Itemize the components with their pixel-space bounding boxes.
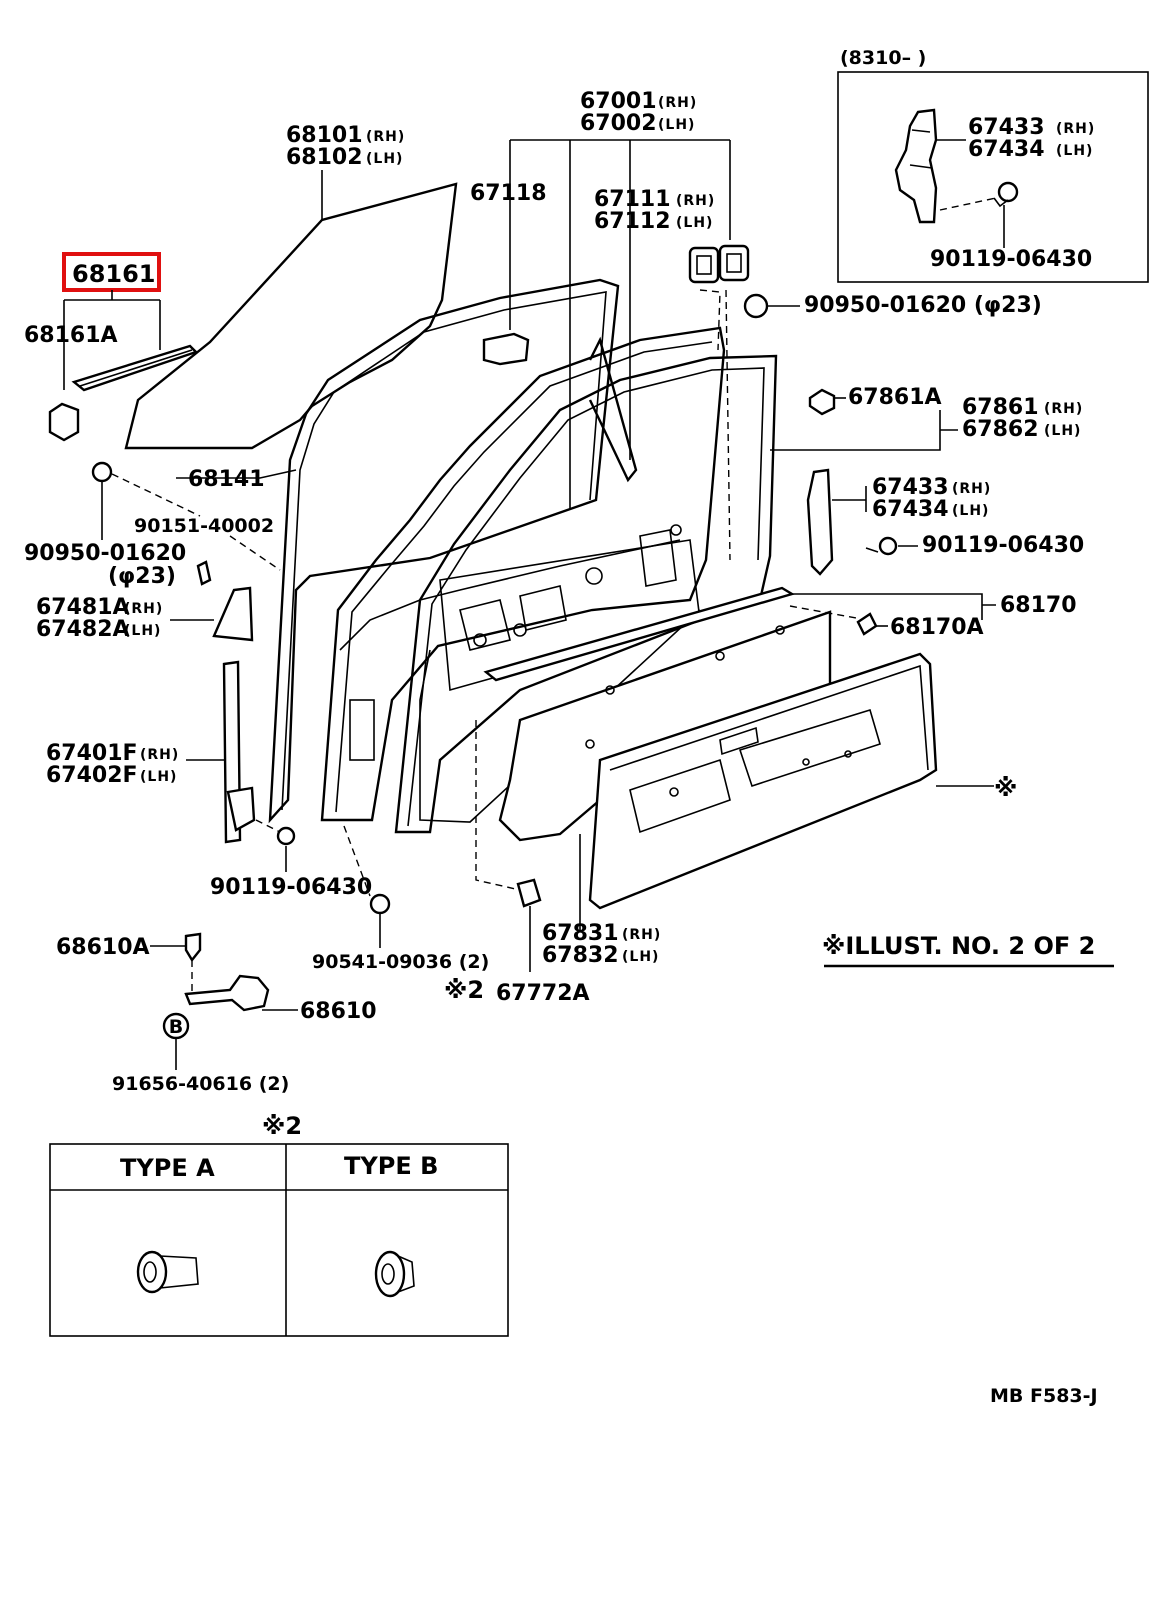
label-67862: 67862 — [962, 417, 1039, 442]
label-67401F: 67401F — [46, 741, 138, 766]
illust-note: ※ILLUST. NO. 2 OF 2 — [822, 932, 1095, 960]
part-67111-run-channel[interactable] — [588, 336, 638, 483]
inset-header: (8310– ) — [840, 47, 926, 69]
part-68610A-bolt[interactable] — [184, 932, 202, 963]
label-68161-highlighted: 68161 — [72, 260, 156, 288]
part-67111-clip-b[interactable] — [718, 244, 750, 282]
svg-text:(LH): (LH) — [140, 769, 177, 785]
label-67861A: 67861A — [848, 385, 942, 410]
label-68610A: 68610A — [56, 935, 150, 960]
part-67401F-lower-bracket[interactable] — [226, 786, 256, 832]
type-table: ※2 TYPE A TYPE B — [49, 1112, 509, 1337]
label-67402F: 67402F — [46, 763, 138, 788]
label-67772A: 67772A — [496, 981, 590, 1006]
label-90119-right: 90119-06430 — [922, 533, 1084, 558]
type-a-clip-icon — [136, 1250, 199, 1294]
label-90950-left: 90950-01620 — [24, 541, 186, 566]
table-type-b: TYPE B — [344, 1152, 438, 1180]
label-phi23: (φ23) — [108, 564, 176, 589]
part-68610-door-check[interactable] — [184, 974, 270, 1012]
inset-label-67433: 67433 — [968, 115, 1045, 140]
label-67481A: 67481A — [36, 595, 130, 620]
part-90119-bolt-right[interactable] — [878, 536, 898, 556]
part-90950-grommet-top[interactable] — [743, 293, 769, 319]
label-68102: 68102 — [286, 145, 363, 170]
part-67481A-corner-piece[interactable] — [212, 586, 254, 642]
label-67001: 67001 — [580, 89, 657, 114]
table-type-a: TYPE A — [120, 1154, 215, 1182]
inset-box: (8310– ) 67433 (RH) 67434 (LH) 90119-064… — [837, 47, 1149, 283]
inset-label-90119: 90119-06430 — [930, 247, 1092, 272]
label-68610: 68610 — [300, 999, 377, 1024]
svg-text:(LH): (LH) — [952, 503, 989, 519]
part-67111-clip-a[interactable] — [688, 246, 720, 284]
svg-text:(RH): (RH) — [676, 193, 715, 209]
label-68141: 68141 — [188, 467, 265, 492]
part-67001-door-frame-outer[interactable] — [320, 326, 726, 822]
label-67831: 67831 — [542, 921, 619, 946]
part-67861-door-seal[interactable] — [394, 354, 778, 834]
label-91656: 91656-40616 (2) — [112, 1073, 289, 1095]
inset-label-67434: 67434 — [968, 137, 1045, 162]
svg-text:(RH): (RH) — [1044, 401, 1083, 417]
label-68170A: 68170A — [890, 615, 984, 640]
label-67832: 67832 — [542, 943, 619, 968]
label-67482A: 67482A — [36, 617, 130, 642]
part-68101-door-glass[interactable] — [124, 182, 458, 450]
part-90119-bolt-bottom[interactable] — [276, 826, 296, 846]
svg-text:(LH): (LH) — [1056, 143, 1093, 159]
svg-text:(RH): (RH) — [658, 95, 697, 111]
label-90541: 90541-09036 (2) — [312, 951, 489, 973]
footer-code: MB F583-J — [990, 1385, 1098, 1407]
table-title: ※2 — [262, 1112, 302, 1140]
label-67861: 67861 — [962, 395, 1039, 420]
label-67112: 67112 — [594, 209, 671, 234]
label-68161A: 68161A — [24, 323, 118, 348]
svg-text:(RH): (RH) — [366, 129, 405, 145]
part-90950-grommet-left[interactable] — [91, 461, 113, 483]
label-68170: 68170 — [1000, 593, 1077, 618]
marker-b-label: B — [169, 1016, 183, 1038]
label-90151: 90151-40002 — [134, 515, 274, 537]
svg-text:(RH): (RH) — [124, 601, 163, 617]
label-68101: 68101 — [286, 123, 363, 148]
part-67118-bracket[interactable] — [482, 332, 530, 366]
svg-text:(RH): (RH) — [140, 747, 179, 763]
label-ref2-a: ※2 — [444, 976, 484, 1004]
type-b-clip-icon — [374, 1250, 415, 1298]
part-68170A-clip[interactable] — [856, 612, 878, 636]
label-67002: 67002 — [580, 111, 657, 136]
svg-text:(LH): (LH) — [366, 151, 403, 167]
part-68141-weatherstrip[interactable] — [268, 278, 620, 824]
svg-text:(RH): (RH) — [952, 481, 991, 497]
svg-text:(LH): (LH) — [676, 215, 713, 231]
label-90119-bottom: 90119-06430 — [210, 875, 372, 900]
part-service-hole-cover[interactable] — [498, 610, 832, 842]
part-68161A-clip[interactable] — [48, 402, 80, 442]
svg-text:(LH): (LH) — [1044, 423, 1081, 439]
inset-bolt-part[interactable] — [997, 181, 1019, 203]
part-90151-screw[interactable] — [196, 560, 212, 586]
svg-text:(LH): (LH) — [124, 623, 161, 639]
part-67433-bracket[interactable] — [806, 468, 834, 576]
svg-text:(LH): (LH) — [622, 949, 659, 965]
part-67772A-clip[interactable] — [516, 878, 542, 908]
label-asterisk-trim: ※ — [994, 774, 1017, 802]
svg-text:(RH): (RH) — [622, 927, 661, 943]
highlight-68161[interactable]: 68161 — [62, 252, 161, 292]
label-67434: 67434 — [872, 497, 949, 522]
part-90541-grommet[interactable] — [369, 893, 391, 915]
label-67111: 67111 — [594, 187, 671, 212]
label-90950-top: 90950-01620 (φ23) — [804, 293, 1042, 318]
label-67118: 67118 — [470, 181, 547, 206]
part-67861A-screw[interactable] — [808, 388, 836, 416]
svg-text:(LH): (LH) — [658, 117, 695, 133]
part-door-trim-board[interactable] — [588, 652, 938, 910]
label-67433: 67433 — [872, 475, 949, 500]
svg-text:(RH): (RH) — [1056, 121, 1095, 137]
